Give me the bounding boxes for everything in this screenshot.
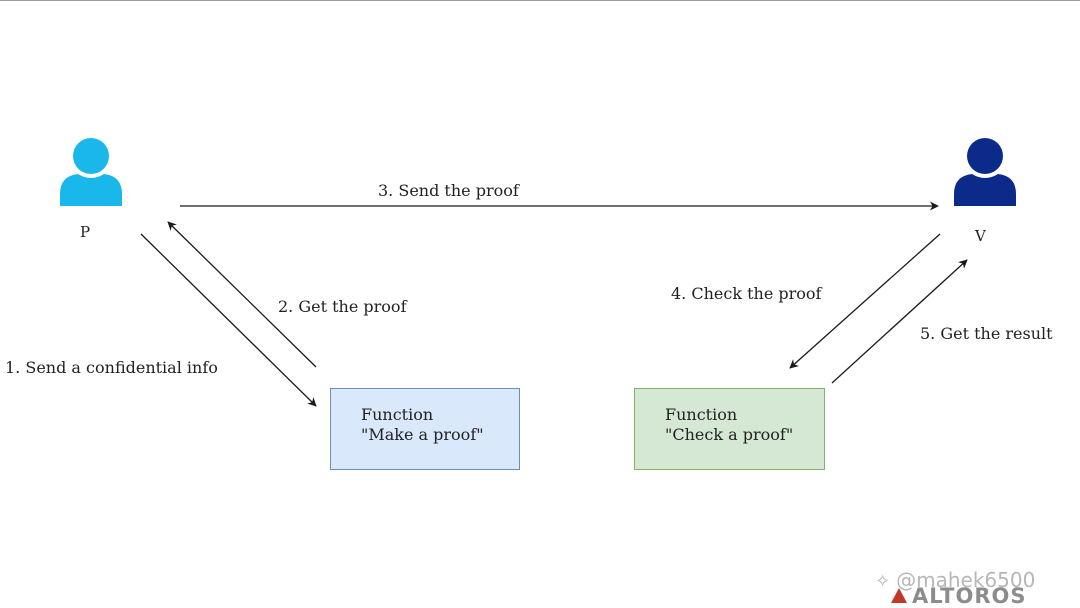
watermark-text: @mahek6500 xyxy=(896,568,1036,592)
step-check-proof-label: 4. Check the proof xyxy=(671,284,822,303)
top-border xyxy=(0,0,1080,1)
step-get-result-label: 5. Get the result xyxy=(920,324,1053,343)
make-box-line2: "Make a proof" xyxy=(361,425,484,444)
altoros-logo-icon xyxy=(891,588,907,603)
step-get-proof-label: 2. Get the proof xyxy=(278,297,407,316)
verifier-user-icon xyxy=(954,138,1016,206)
arrow-send-info xyxy=(140,233,317,407)
step-send-proof-label: 3. Send the proof xyxy=(378,181,519,200)
verifier-label: V xyxy=(975,227,986,245)
sparkle-icon: ✧ xyxy=(875,571,891,592)
arrow-get-proof xyxy=(167,221,317,368)
arrow-get-result xyxy=(831,259,968,384)
step-send-info-label: 1. Send a confidential info xyxy=(5,358,218,377)
make-proof-function-box: Function "Make a proof" xyxy=(330,388,520,470)
prover-label: P xyxy=(80,223,91,241)
check-proof-function-box: Function "Check a proof" xyxy=(634,388,825,470)
make-box-line1: Function xyxy=(361,405,434,424)
prover-user-icon xyxy=(60,138,122,206)
check-box-line1: Function xyxy=(665,405,738,424)
check-box-line2: "Check a proof" xyxy=(665,425,794,444)
watermark: ✧@mahek6500 xyxy=(875,568,1035,592)
brand-text: ALTOROS xyxy=(912,584,1027,608)
arrow-check-proof xyxy=(789,233,941,369)
altoros-brand: ALTOROS xyxy=(891,584,1027,608)
